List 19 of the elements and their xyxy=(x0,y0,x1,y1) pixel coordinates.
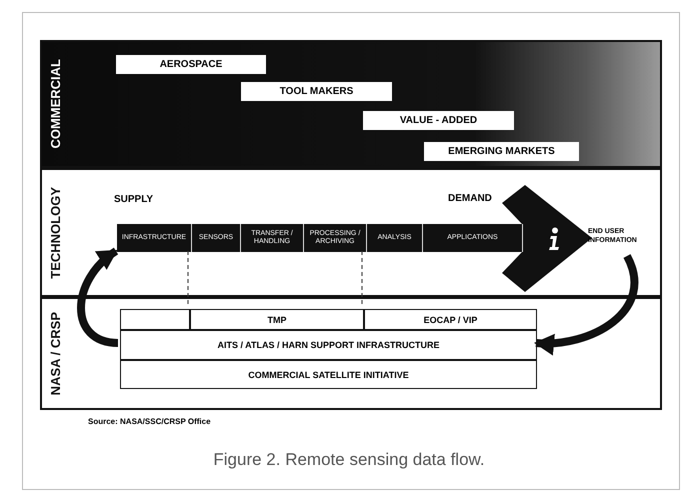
program-row: EOCAP / VIP xyxy=(364,309,537,330)
sector-label: AEROSPACE xyxy=(116,55,266,74)
program-row: AITS / ATLAS / HARN SUPPORT INFRASTRUCTURE xyxy=(120,330,537,360)
flow-label: DEMAND xyxy=(448,193,492,204)
source-note: Source: NASA/SSC/CRSP Office xyxy=(88,417,211,426)
band-heading: TECHNOLOGY xyxy=(48,186,63,278)
band-panel xyxy=(40,297,662,410)
flow-label: SUPPLY xyxy=(114,194,154,205)
sector-label: EMERGING MARKETS xyxy=(424,142,579,161)
curved-arrow xyxy=(534,254,638,354)
program-row: COMMERCIAL SATELLITE INITIATIVE xyxy=(120,360,537,389)
band-heading: COMMERCIAL xyxy=(48,59,63,149)
program-row: TMP xyxy=(190,309,364,330)
band-heading: NASA / CRSP xyxy=(48,312,63,396)
figure-caption: Figure 2. Remote sensing data flow. xyxy=(212,450,486,470)
sector-label: VALUE - ADDED xyxy=(363,111,514,130)
band-panel xyxy=(40,40,662,168)
sector-label: TOOL MAKERS xyxy=(241,82,392,101)
band-panel xyxy=(40,168,662,297)
